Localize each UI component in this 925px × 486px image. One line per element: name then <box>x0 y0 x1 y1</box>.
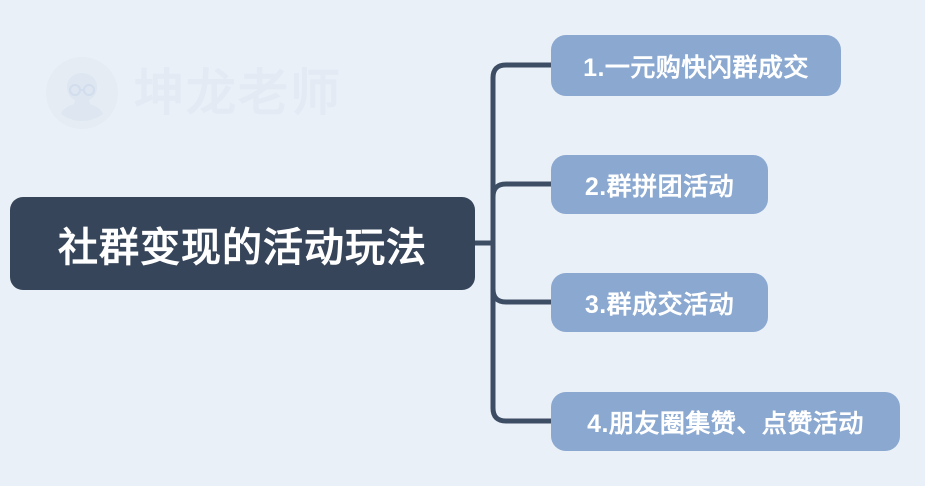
child-node-4[interactable]: 4.朋友圈集赞、点赞活动 <box>551 392 900 451</box>
connector-to-child-3 <box>490 243 551 305</box>
child-node-2[interactable]: 2.群拼团活动 <box>551 155 768 214</box>
connector-to-child-1 <box>490 62 551 243</box>
child-node-1[interactable]: 1.一元购快闪群成交 <box>551 35 841 96</box>
root-node[interactable]: 社群变现的活动玩法 <box>10 197 475 290</box>
child-node-3[interactable]: 3.群成交活动 <box>551 273 768 332</box>
connector-to-child-4 <box>490 243 551 424</box>
connector-to-child-2 <box>490 181 551 243</box>
